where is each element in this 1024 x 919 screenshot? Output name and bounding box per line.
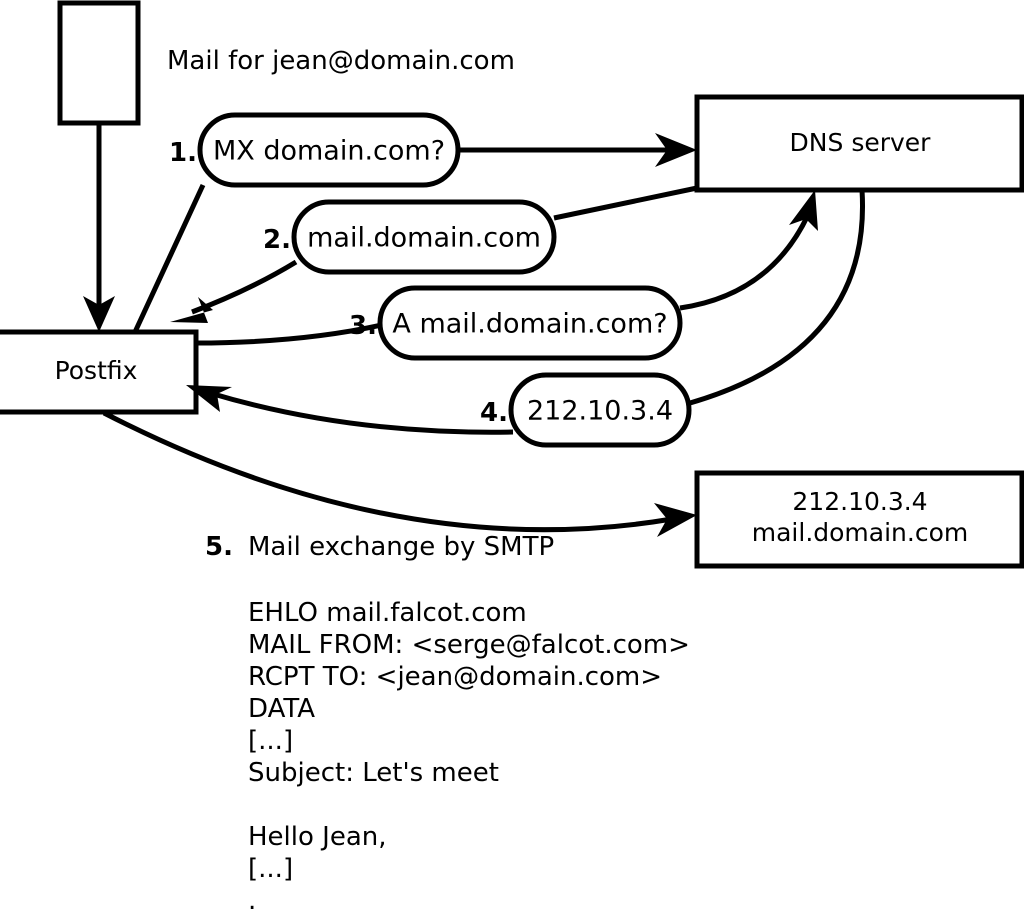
pill-step2: mail.domain.com <box>291 199 557 275</box>
transcript-line: Subject: Let's meet <box>248 758 499 788</box>
pill-step2-label: mail.domain.com <box>307 223 541 254</box>
transcript-line: RCPT TO: <jean@domain.com> <box>248 662 662 692</box>
node-postfix-label: Postfix <box>55 356 138 385</box>
pill-step1-label: MX domain.com? <box>213 136 445 167</box>
pill-step4-label: 212.10.3.4 <box>527 396 673 427</box>
pill-step3: A mail.domain.com? <box>377 285 683 361</box>
edge-step2 <box>170 185 698 323</box>
transcript-line: . <box>248 886 256 916</box>
edge-client-to-postfix <box>83 123 115 332</box>
edge-step5 <box>102 410 697 537</box>
node-postfix-box <box>0 329 199 415</box>
step-number-1: 1. <box>169 138 197 168</box>
pill-step1: MX domain.com? <box>197 112 461 188</box>
step-number-2: 2. <box>263 225 291 255</box>
transcript-line: Hello Jean, <box>248 822 387 852</box>
node-remote-box <box>694 470 1024 569</box>
node-dns-box <box>694 94 1024 193</box>
transcript-line: DATA <box>248 694 315 724</box>
node-remote-label-host: mail.domain.com <box>752 518 968 547</box>
pill-step4: 212.10.3.4 <box>508 372 692 448</box>
step-number-4: 4. <box>480 398 508 428</box>
node-client-box <box>57 0 141 126</box>
transcript-line: [...] <box>248 726 293 756</box>
transcript-line: MAIL FROM: <serge@falcot.com> <box>248 630 690 660</box>
edge-step4 <box>186 189 866 435</box>
edge-step3 <box>195 190 818 346</box>
step-number-5: 5. <box>205 532 233 562</box>
diagram-title-caption: Mail for jean@domain.com <box>167 46 515 76</box>
step-number-3: 3. <box>349 311 377 341</box>
transcript-line: [...] <box>248 854 293 884</box>
pill-step3-label: A mail.domain.com? <box>392 309 667 340</box>
smtp-transcript: EHLO mail.falcot.com MAIL FROM: <serge@f… <box>248 598 690 916</box>
edge-step1 <box>132 133 697 334</box>
node-dns-label: DNS server <box>790 128 932 157</box>
node-remote-label-ip: 212.10.3.4 <box>792 487 927 516</box>
step5-label: Mail exchange by SMTP <box>248 532 554 562</box>
transcript-line: EHLO mail.falcot.com <box>248 598 527 628</box>
